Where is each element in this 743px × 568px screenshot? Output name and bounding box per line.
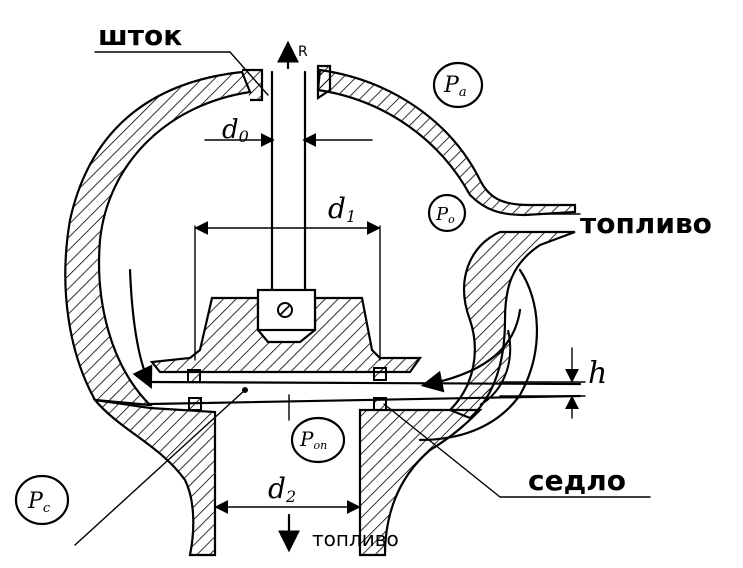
po-bubble (427, 193, 467, 233)
flow-arrow-left (128, 268, 153, 389)
dimension-h (499, 347, 586, 419)
flow-arrows (128, 40, 522, 553)
d0-label: d0 (222, 115, 249, 146)
leader-lines (74, 51, 651, 546)
flow-arrow-right (420, 308, 522, 393)
pa-label: Pa (443, 73, 467, 100)
pon-label: Pоп (299, 427, 327, 452)
d2-label: d2 (268, 472, 296, 506)
seat-label: седло (528, 464, 626, 497)
seat-rings (148, 367, 582, 411)
pa-bubble (432, 61, 484, 109)
pc-label: Pc (27, 489, 51, 516)
valve-head (149, 288, 423, 374)
fuel-right-label: топливо (580, 207, 712, 240)
lift-label: h (588, 356, 607, 391)
housing-lower (92, 398, 483, 557)
stem-label: шток (98, 19, 182, 52)
housing-upper-wall (64, 64, 577, 407)
force-label: R (298, 44, 308, 60)
fuel-bottom-label: топливо (312, 527, 399, 551)
pon-bubble (290, 416, 346, 464)
po-label: Po (435, 204, 455, 226)
housing-right-wall (418, 230, 576, 442)
dimension-d1 (194, 221, 381, 361)
pc-bubble (14, 474, 70, 526)
valve-stem (270, 70, 307, 297)
d1-label: d1 (328, 192, 356, 226)
